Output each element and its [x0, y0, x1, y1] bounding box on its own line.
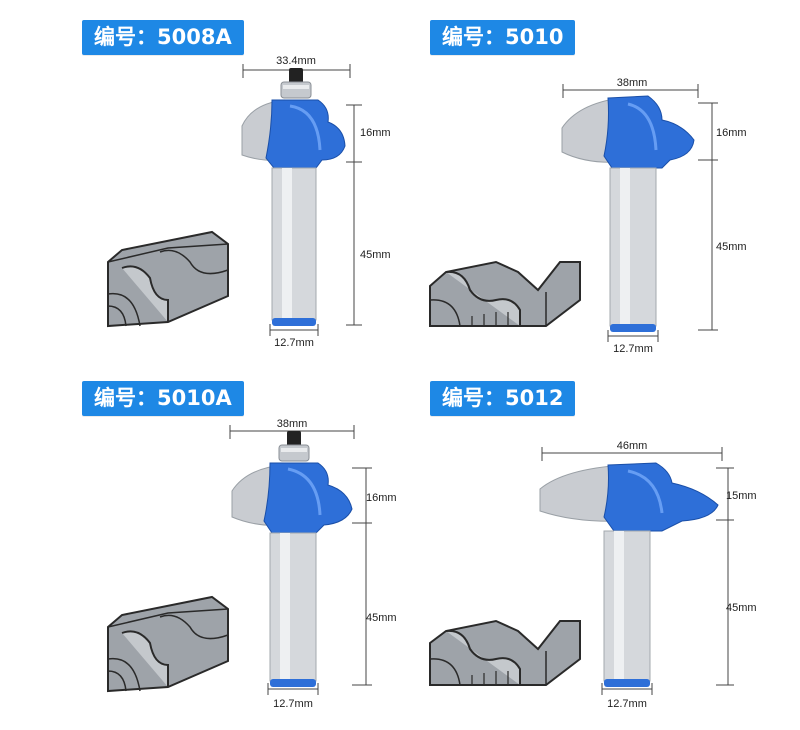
- head-height-label: 15mm: [726, 490, 757, 502]
- bearing-icon: [278, 431, 310, 462]
- width-label: 46mm: [617, 440, 648, 452]
- head-height-label: 16mm: [360, 127, 391, 139]
- width-label: 38mm: [617, 77, 648, 89]
- width-label: 38mm: [277, 418, 308, 430]
- height-dimension: 16mm 45mm: [352, 467, 397, 686]
- shank: [603, 530, 651, 682]
- product-code-badge: 编号：5008A: [82, 20, 244, 55]
- shank: [269, 532, 317, 682]
- cutter-body: [603, 95, 695, 169]
- shank-diameter-label: 12.7mm: [607, 698, 647, 710]
- profile-block-icon: [429, 619, 581, 686]
- profile-block-icon: [107, 230, 229, 328]
- shank: [609, 167, 657, 327]
- shank: [271, 167, 317, 321]
- width-dimension: 38mm: [562, 77, 699, 98]
- shank-length-label: 45mm: [366, 612, 397, 624]
- cutter-body: [603, 462, 719, 532]
- diameter-dimension: 12.7mm: [607, 330, 659, 355]
- head-height-label: 16mm: [716, 127, 747, 139]
- diameter-dimension: 12.7mm: [267, 683, 319, 710]
- profile-block-icon: [107, 595, 229, 693]
- product-panel-5008a: 编号：5008A 33.4mm 16mm 45m: [0, 0, 400, 365]
- shank-length-label: 45mm: [726, 602, 757, 614]
- head-height-label: 16mm: [366, 492, 397, 504]
- product-code-badge: 编号：5012: [430, 381, 576, 416]
- diameter-dimension: 12.7mm: [269, 324, 319, 349]
- height-dimension: 15mm 45mm: [716, 467, 757, 686]
- router-bit-illustration: 38mm 16mm 45mm 12.7mm: [107, 418, 397, 710]
- product-panel-5012: 编号：5012 46mm 15mm 45mm 12.7mm: [400, 365, 800, 730]
- width-dimension: 46mm: [541, 440, 723, 461]
- height-dimension: 16mm 45mm: [698, 102, 747, 331]
- width-label: 33.4mm: [276, 55, 316, 67]
- diameter-dimension: 12.7mm: [601, 683, 653, 710]
- product-code-badge: 编号：5010: [430, 20, 576, 55]
- shank-length-label: 45mm: [360, 249, 391, 261]
- router-bit-illustration: 46mm 15mm 45mm 12.7mm: [429, 440, 757, 710]
- cutter-body: [263, 462, 353, 534]
- router-bit-illustration: 38mm 16mm 45mm 12.7mm: [429, 77, 747, 355]
- shank-length-label: 45mm: [716, 241, 747, 253]
- height-dimension: 16mm 45mm: [346, 104, 391, 326]
- product-panel-5010: 编号：5010 38mm 16mm 45mm 12.7mm: [400, 0, 800, 365]
- product-panel-5010a: 编号：5010A 38mm 16mm 45mm: [0, 365, 400, 730]
- shank-diameter-label: 12.7mm: [613, 343, 653, 355]
- shank-diameter-label: 12.7mm: [274, 337, 314, 349]
- shank-diameter-label: 12.7mm: [273, 698, 313, 710]
- router-bit-illustration: 33.4mm 16mm 45mm 12.7m: [107, 55, 391, 349]
- bearing-icon: [280, 68, 312, 99]
- product-code-badge: 编号：5010A: [82, 381, 244, 416]
- cutter-body: [265, 99, 346, 169]
- profile-block-icon: [429, 260, 581, 327]
